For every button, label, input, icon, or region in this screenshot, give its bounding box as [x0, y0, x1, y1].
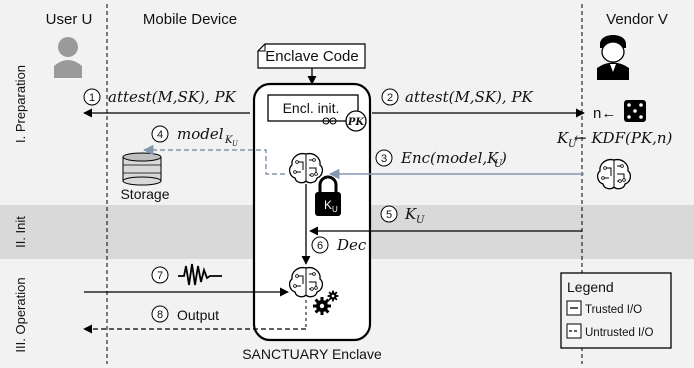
pk-badge-label: PK	[347, 117, 366, 128]
step-6-marker	[311, 236, 329, 254]
step-8-marker	[151, 305, 169, 323]
step-3-subscript: U	[494, 159, 503, 170]
key-link-icon	[322, 117, 346, 125]
enclave-init-label: Encl. init.	[283, 100, 340, 116]
step-1-marker	[83, 88, 101, 106]
kdf-expression: ← KDF(PK,n)	[574, 129, 673, 147]
enclave-operation-brain-icon	[288, 266, 324, 298]
signal-wave-icon	[178, 263, 222, 286]
step-1-num: 1	[89, 92, 95, 104]
lock-key-label: K	[324, 198, 332, 212]
enclave-init-box	[267, 94, 359, 122]
legend-untrusted-label: Untrusted I/O	[585, 327, 653, 339]
kdf-key-subscript: U	[568, 139, 577, 150]
user-column-title: User U	[46, 11, 93, 28]
step-6-num: 6	[317, 240, 323, 252]
step-4-label: model	[177, 125, 224, 143]
nonce-label: n←	[593, 105, 616, 122]
legend-title: Legend	[567, 279, 614, 295]
storage-label: Storage	[120, 186, 169, 202]
lock-key-subscript: U	[332, 205, 338, 214]
lane-operation-label: III. Operation	[13, 277, 28, 352]
step-6-label: Dec	[336, 236, 367, 254]
sanctuary-enclave-box	[252, 82, 372, 342]
lock-icon	[315, 175, 341, 216]
step-2-label: attest(M,SK), PK	[405, 88, 534, 106]
step-5-label: K	[404, 205, 417, 223]
step-7-marker	[151, 266, 169, 284]
step-4-num: 4	[157, 129, 163, 141]
step-2-num: 2	[387, 92, 393, 104]
small-gear-icon	[326, 289, 340, 303]
user-icon	[54, 37, 82, 78]
vendor-icon	[597, 35, 629, 80]
enclave-caption: SANCTUARY Enclave	[242, 346, 382, 362]
step-4-subsubscript: U	[232, 140, 239, 148]
device-column-title: Mobile Device	[143, 11, 237, 28]
dice-icon	[624, 100, 646, 122]
step-1-label: attest(M,SK), PK	[108, 88, 237, 106]
step-8-num: 8	[157, 309, 163, 321]
kdf-key: K	[556, 129, 569, 147]
vendor-model-brain-icon	[596, 158, 632, 190]
step-5-marker	[380, 205, 398, 223]
lane-init-label: II. Init	[13, 216, 28, 248]
step-5-subscript: U	[416, 215, 425, 226]
storage-icon	[122, 152, 162, 186]
step-4-marker	[151, 125, 169, 143]
step-4-subscript: K	[224, 135, 233, 146]
step-3-marker	[375, 149, 393, 167]
step-5-num: 5	[386, 209, 392, 221]
gear-icon	[311, 295, 333, 317]
step-4-arrow	[142, 144, 285, 175]
legend-trusted-label: Trusted I/O	[585, 304, 642, 316]
enclave-model-brain-icon	[288, 152, 324, 184]
enclave-code-label: Enclave Code	[265, 48, 358, 65]
step-3-num: 3	[381, 153, 387, 165]
lane-preparation-label: I. Preparation	[13, 65, 28, 143]
step-3-tail: )	[500, 149, 507, 167]
step-2-marker	[381, 88, 399, 106]
step-8-label: Output	[177, 307, 219, 323]
step-7-num: 7	[157, 270, 163, 282]
step-3-label: Enc(model,K	[400, 149, 499, 167]
vendor-column-title: Vendor V	[606, 11, 668, 28]
